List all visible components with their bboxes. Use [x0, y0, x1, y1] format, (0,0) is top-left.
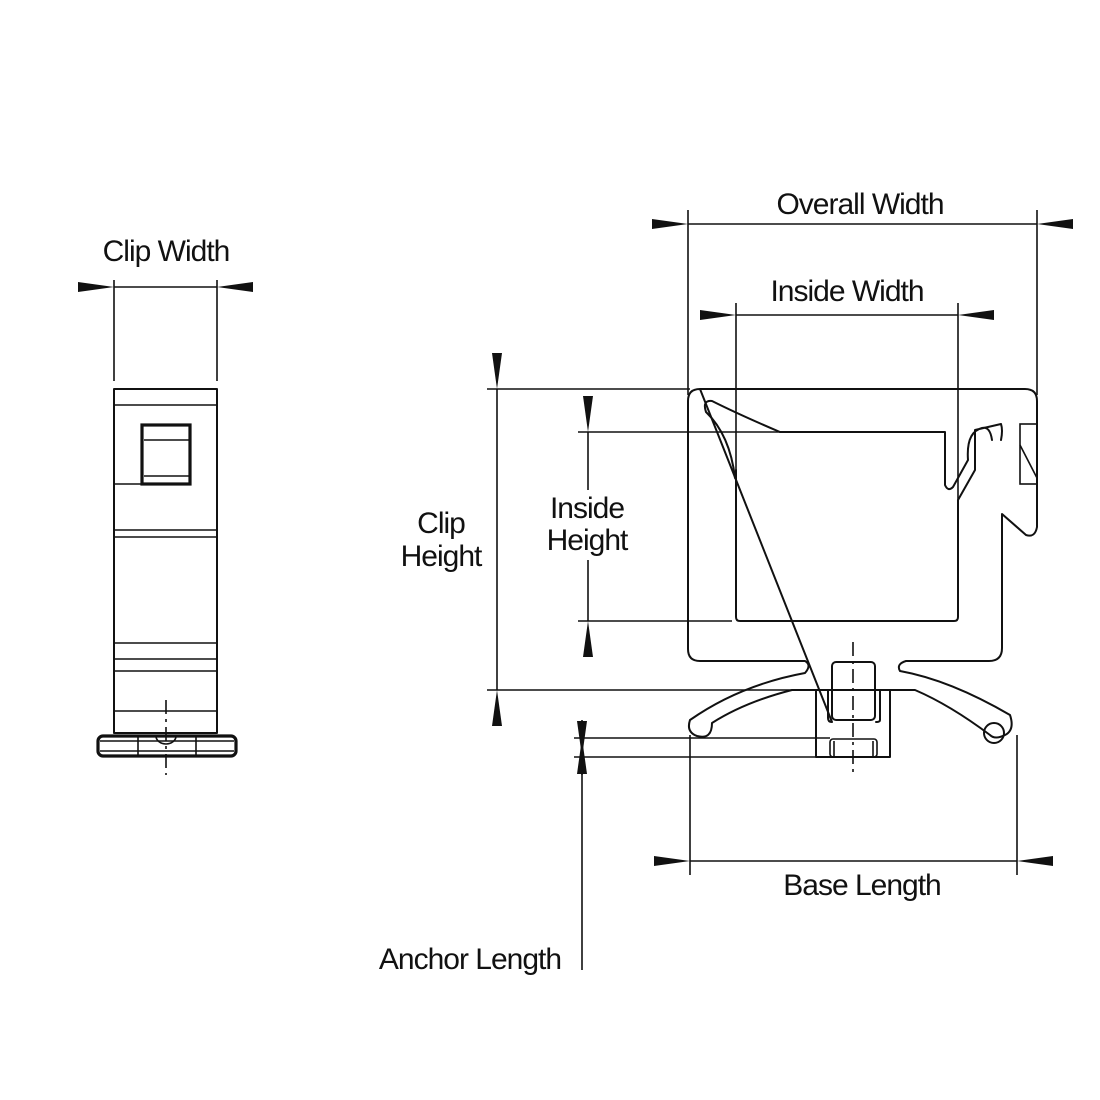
latch-slot — [1019, 423, 1038, 485]
anchor-length-dimension: Anchor Length — [379, 720, 830, 976]
latch-window — [140, 423, 192, 486]
anchor-length-label: Anchor Length — [379, 943, 561, 976]
inside-height-label-line2: Height — [547, 524, 629, 557]
base-length-label: Base Length — [783, 869, 940, 902]
clip-height-dimension: Clip Height — [401, 353, 828, 726]
clip-width-label: Clip Width — [103, 235, 230, 268]
overall-width-label: Overall Width — [776, 188, 943, 221]
clip-width-dimension: Clip Width — [78, 235, 253, 381]
inside-height-label-line1: Inside — [550, 492, 624, 525]
side-view — [96, 388, 238, 775]
front-view — [687, 388, 1038, 775]
base-length-dimension: Base Length — [654, 735, 1053, 902]
clip-height-label-line1: Clip — [417, 507, 465, 540]
inside-width-dimension: Inside Width — [700, 275, 994, 500]
base-tip-right — [983, 722, 1005, 744]
inside-width-label: Inside Width — [770, 275, 923, 308]
clip-outer-body — [687, 388, 1038, 739]
overall-width-dimension: Overall Width — [652, 188, 1073, 395]
inside-height-dimension: Inside Height — [547, 396, 780, 657]
latch-lip — [703, 399, 781, 479]
side-view-base — [96, 734, 238, 758]
clip-height-label-line2: Height — [401, 540, 483, 573]
clip-inner-opening — [735, 423, 1003, 622]
